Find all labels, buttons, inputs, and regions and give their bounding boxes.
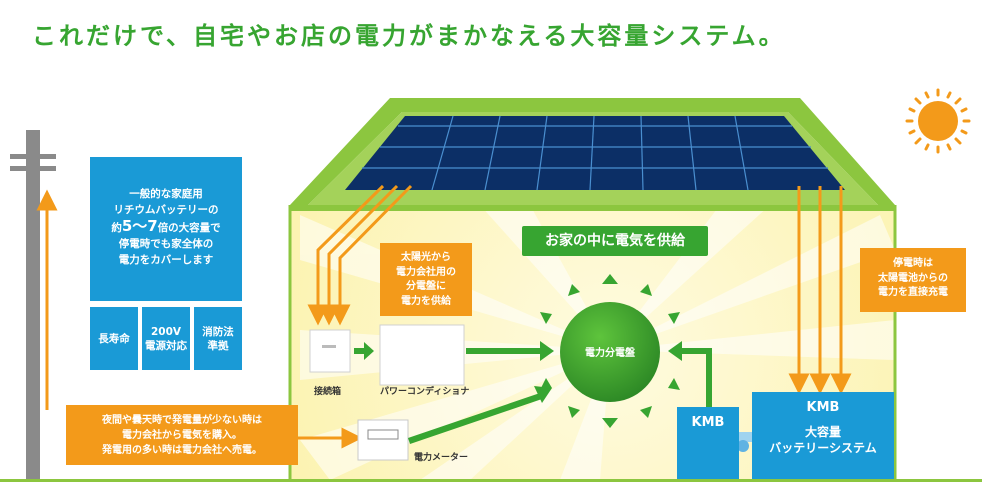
kmb-unit-small: KMB (677, 407, 739, 479)
info-line-1: 一般的な家庭用 (129, 188, 203, 200)
flow-arrows-green (354, 341, 712, 444)
capacity-info-box: 一般的な家庭用 リチウムバッテリーの 約5～7倍の大容量で 停電時でも家全体の … (90, 157, 242, 301)
note-line: 停電時は (893, 258, 933, 269)
note-line: 電力を供給 (401, 295, 451, 307)
kmb-line-2: バッテリーシステム (769, 441, 877, 455)
kmb-name: KMB (806, 400, 840, 415)
headline: これだけで、自宅やお店の電力がまかなえる大容量システム。 (32, 22, 786, 50)
feature-label: 電源対応 (145, 339, 187, 352)
info-line-2: リチウムバッテリーの (113, 204, 219, 216)
feature-label: 消防法 (202, 325, 234, 338)
kmb-line-1: 大容量 (804, 425, 841, 439)
power-conditioner-label: パワーコンディショナ (380, 387, 470, 397)
note-line: 電力を直接充電 (878, 287, 948, 298)
radiating-arrows (540, 274, 680, 428)
note-line: 太陽電池からの (878, 272, 948, 284)
grid-arrows (36, 189, 363, 449)
sun-icon (905, 88, 971, 154)
feature-fire-law: 消防法準拠 (194, 307, 242, 370)
junction-box (309, 329, 351, 373)
feature-long-life: 長寿命 (90, 307, 138, 370)
distribution-panel (560, 302, 660, 402)
feature-label: 準拠 (207, 339, 229, 352)
note-line: 電力会社から電気を購入。 (122, 430, 242, 441)
note-line: 発電用の多い時は電力会社へ売電。 (102, 445, 262, 456)
note-line: 太陽光から (401, 252, 451, 263)
ground-line (0, 479, 982, 482)
supply-banner: お家の中に電気を供給 (522, 226, 708, 256)
note-line: 夜間や曇天時で発電量が少ない時は (102, 415, 262, 426)
solar-to-battery-arrows (788, 186, 852, 395)
note-line: 分電盤に (406, 281, 446, 292)
power-conditioner (379, 324, 465, 386)
solar-to-junction-arrows (307, 184, 413, 326)
solar-panel-array (345, 115, 845, 191)
kmb-battery-system: KMB 大容量 バッテリーシステム (752, 392, 894, 479)
electric-meter (357, 419, 409, 461)
grid-note: 夜間や曇天時で発電量が少ない時は 電力会社から電気を購入。 発電用の多い時は電力… (66, 405, 298, 465)
info-line-3: 約5～7倍の大容量で (90, 218, 242, 236)
info-line-4: 停電時でも家全体の (118, 238, 214, 250)
meter-label: 電力メーター (414, 453, 469, 463)
solar-note: 太陽光から 電力会社用の 分電盤に 電力を供給 (380, 243, 472, 316)
junction-box-label: 接続箱 (314, 387, 342, 397)
info-line-3-big: 5～7 (121, 217, 158, 235)
distribution-panel-label: 電力分電盤 (585, 348, 635, 359)
info-line-5: 電力をカバーします (118, 254, 214, 266)
feature-label: 長寿命 (98, 332, 130, 345)
note-line: 電力会社用の (396, 266, 456, 278)
info-line-3-post: 倍の大容量で (157, 222, 221, 234)
feature-label: 200V (150, 325, 182, 338)
blackout-note: 停電時は 太陽電池からの 電力を直接充電 (860, 248, 966, 312)
utility-pole (10, 130, 56, 480)
info-line-3-pre: 約 (111, 222, 122, 234)
